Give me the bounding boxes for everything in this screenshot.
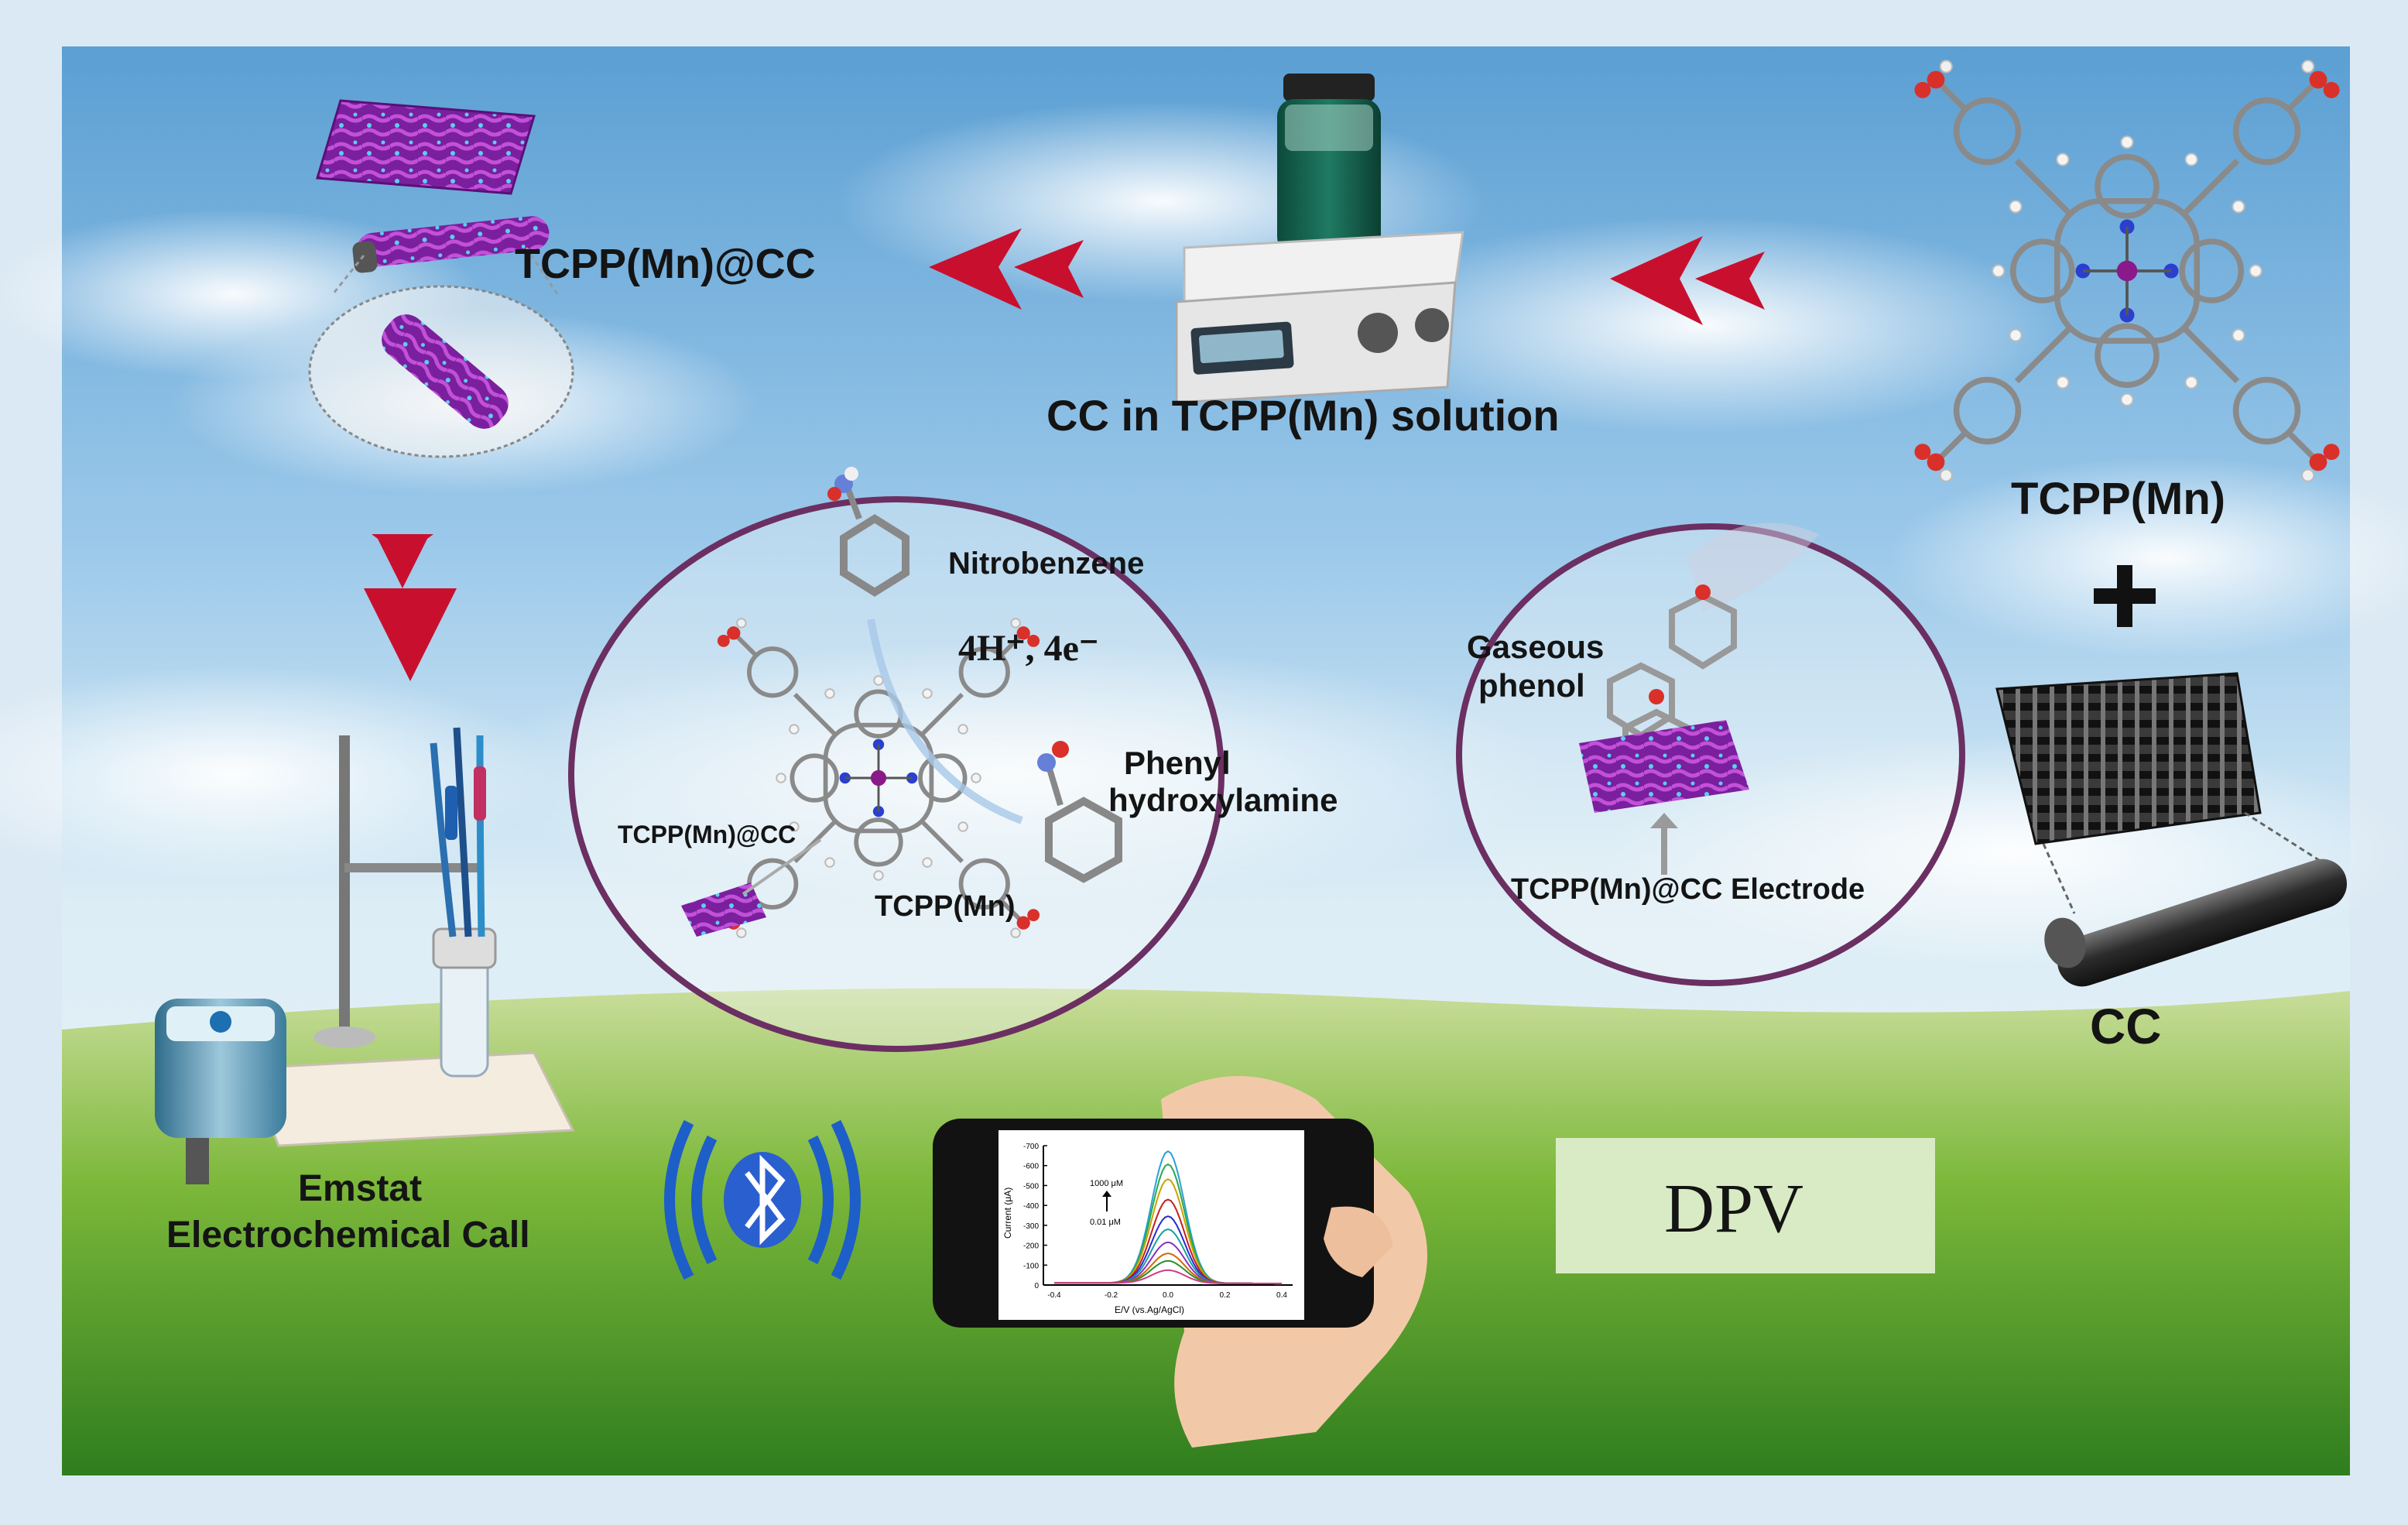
carbon-cloth-illustration: [1995, 672, 2348, 987]
label-emstat: Emstat: [298, 1168, 423, 1209]
label-electrode: TCPP(Mn)@CC Electrode: [1511, 873, 1865, 906]
phone-chart-xtick: 0.4: [1276, 1291, 1287, 1300]
phone-chart-xtick: -0.4: [1047, 1291, 1061, 1300]
label-reaction-conditions: 4H⁺, 4e⁻: [958, 628, 1099, 669]
phone-chart-ytick: -300: [1023, 1222, 1039, 1231]
phone-chart-ytick: -400: [1023, 1202, 1039, 1211]
bluetooth-icon: [664, 1119, 861, 1280]
nitrobenzene-molecule: [827, 467, 909, 597]
phone-chart-ytick: -500: [1023, 1182, 1039, 1191]
phone-chart-ylabel: Current (μA): [1002, 1187, 1013, 1239]
label-phenol: phenol: [1478, 667, 1585, 704]
phone-chart-xtick: -0.2: [1105, 1291, 1118, 1300]
phone-chart-xtick: 0.0: [1163, 1291, 1173, 1300]
reaction-curve-arrow: [867, 619, 1023, 824]
label-nitrobenzene: Nitrobenzene: [948, 547, 1145, 581]
arrow-left-right: [1610, 236, 1765, 325]
label-tcpp-mn: TCPP(Mn): [2011, 474, 2226, 524]
arrow-down-left: [364, 534, 457, 681]
phone-chart-curve: [1054, 1269, 1282, 1285]
label-phenyl: Phenyl: [1124, 745, 1231, 781]
electrochemical-cell-setup: [155, 727, 575, 1184]
center-tcpp-mn-molecule: [717, 618, 1040, 938]
label-tcpp-mn-small: TCPP(Mn): [875, 890, 1016, 923]
phenylhydroxylamine-molecule: [1037, 741, 1122, 883]
arrow-left-top: [929, 228, 1084, 310]
label-electrochemical-call: Electrochemical Call: [166, 1215, 530, 1256]
small-fabric-piece: [681, 838, 822, 937]
phone-chart-annotation-top: 1000 μM: [1090, 1179, 1123, 1188]
label-cc: CC: [2090, 999, 2162, 1054]
phone-chart-annotation-bottom: 0.01 μM: [1090, 1218, 1121, 1227]
phone-chart-ytick: -700: [1023, 1143, 1039, 1151]
phone-chart-ytick: -600: [1023, 1163, 1039, 1171]
tcpp-mn-molecule: [1914, 60, 2340, 482]
plus-sign: [2094, 565, 2156, 627]
label-cc-in-solution: CC in TCPP(Mn) solution: [1046, 391, 1560, 440]
phone-dpv-chart: -700 -600 -500 -400 -300 -200 -100 0 -0.4 -0.2 0.…: [1002, 1143, 1293, 1315]
phone-chart-ytick: -100: [1023, 1262, 1039, 1270]
label-tcpp-mn-cc: TCPP(Mn)@CC: [515, 241, 816, 287]
phone-chart-xtick: 0.2: [1220, 1291, 1231, 1300]
phone-chart-ytick: -200: [1023, 1242, 1039, 1251]
stirrer-with-jar: [1175, 74, 1464, 404]
phone-chart-xlabel: E/V (vs.Ag/AgCl): [1115, 1304, 1184, 1315]
label-dpv: DPV: [1664, 1170, 1804, 1247]
label-gaseous: Gaseous: [1467, 629, 1605, 665]
phone-chart-ytick: 0: [1034, 1282, 1039, 1290]
label-tcpp-mn-cc-small: TCPP(Mn)@CC: [618, 821, 796, 848]
label-hydroxylamine: hydroxylamine: [1108, 782, 1338, 818]
electrode-fabric-piece: [1579, 720, 1749, 875]
phone-chart-annotation-arrowhead: [1102, 1191, 1112, 1197]
tcpp-mn-cc-fabric-illustration: [308, 99, 574, 458]
dpv-box: [1556, 1138, 1935, 1273]
